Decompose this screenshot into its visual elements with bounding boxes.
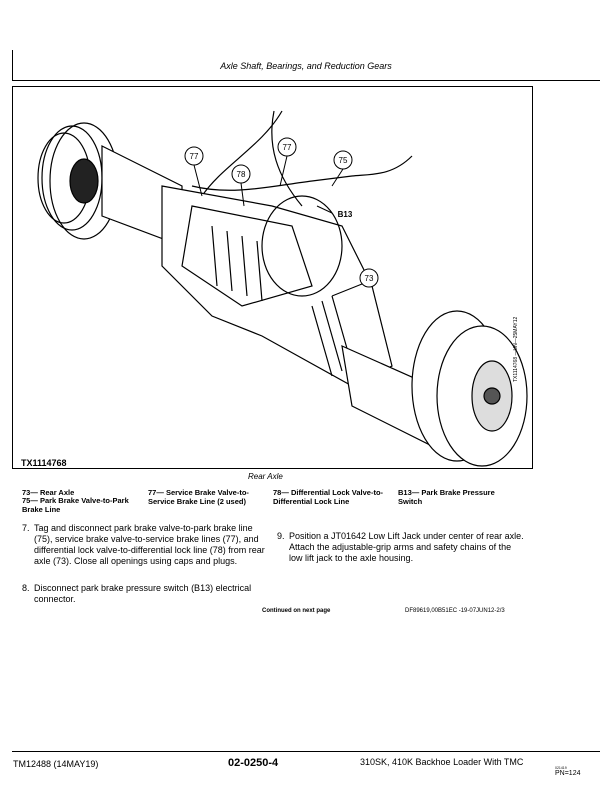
- figure-caption: Rear Axle: [248, 472, 283, 481]
- callout-b13-label: B13: [338, 210, 353, 219]
- figure-id: TX1114768: [21, 458, 67, 468]
- figure-side-id: TX1114768 —UN—25MAY12: [513, 316, 519, 382]
- legend-text: Rear Axle: [39, 488, 75, 497]
- legend-item-73: 73— Rear Axle: [22, 488, 142, 498]
- brake-line-77a: [201, 110, 283, 197]
- step-number: 7.: [22, 523, 30, 533]
- section-title: Axle Shaft, Bearings, and Reduction Gear…: [220, 61, 392, 71]
- legend-item-78: 78— Differential Lock Valve-to-Different…: [273, 488, 391, 506]
- continued-note: Continued on next page: [262, 608, 331, 614]
- legend-num: 75—: [22, 496, 38, 505]
- legend-num: 73—: [22, 488, 38, 497]
- footer-model: 310SK, 410K Backhoe Loader With TMC: [360, 757, 524, 767]
- step-number: 9.: [277, 531, 285, 541]
- footer-pn: PN=124: [555, 770, 581, 777]
- footer-rule: [12, 751, 600, 752]
- step-text: Tag and disconnect park brake valve-to-p…: [34, 523, 265, 566]
- header-frame-line: [12, 50, 13, 80]
- legend-text: Differential Lock Valve-to-Differential …: [273, 488, 384, 506]
- document-reference: DF89619,00B51EC -19-07JUN12-2/3: [405, 608, 505, 614]
- step-8: 8. Disconnect park brake pressure switch…: [22, 583, 268, 605]
- callout-77b-label: 77: [283, 143, 292, 152]
- title-rule: [12, 80, 600, 81]
- legend-num: 77—: [148, 488, 164, 497]
- footer-code: 021419: [555, 766, 567, 770]
- legend-text: Park Brake Pressure Switch: [398, 488, 495, 506]
- callout-73-label: 73: [365, 274, 374, 283]
- legend-item-77: 77— Service Brake Valve-to-Service Brake…: [148, 488, 268, 506]
- callout-73: [359, 268, 379, 288]
- footer-manual-id: TM12488 (14MAY19): [13, 759, 99, 769]
- legend-item-75: 75— Park Brake Valve-to-Park Brake Line: [22, 496, 142, 514]
- step-number: 8.: [22, 583, 30, 593]
- legend-num: B13—: [398, 488, 420, 497]
- step-9: 9. Position a JT01642 Low Lift Jack unde…: [277, 531, 525, 564]
- callout-77a-label: 77: [190, 152, 199, 161]
- callout-78-label: 78: [237, 170, 246, 179]
- legend-text: Service Brake Valve-to-Service Brake Lin…: [148, 488, 249, 506]
- step-text: Position a JT01642 Low Lift Jack under c…: [289, 531, 524, 563]
- legend-num: 78—: [273, 488, 289, 497]
- footer-page-number: 02-0250-4: [228, 757, 279, 769]
- legend-item-b13: B13— Park Brake Pressure Switch: [398, 488, 516, 506]
- figure-frame: [12, 86, 533, 469]
- step-7: 7. Tag and disconnect park brake valve-t…: [22, 523, 268, 567]
- legend-text: Park Brake Valve-to-Park Brake Line: [22, 496, 129, 514]
- rear-axle-illustration: 77 77 78 75 73 B13: [37, 110, 528, 467]
- step-text: Disconnect park brake pressure switch (B…: [34, 583, 252, 604]
- callout-75-label: 75: [339, 156, 348, 165]
- park-brake-line-75: [191, 155, 413, 191]
